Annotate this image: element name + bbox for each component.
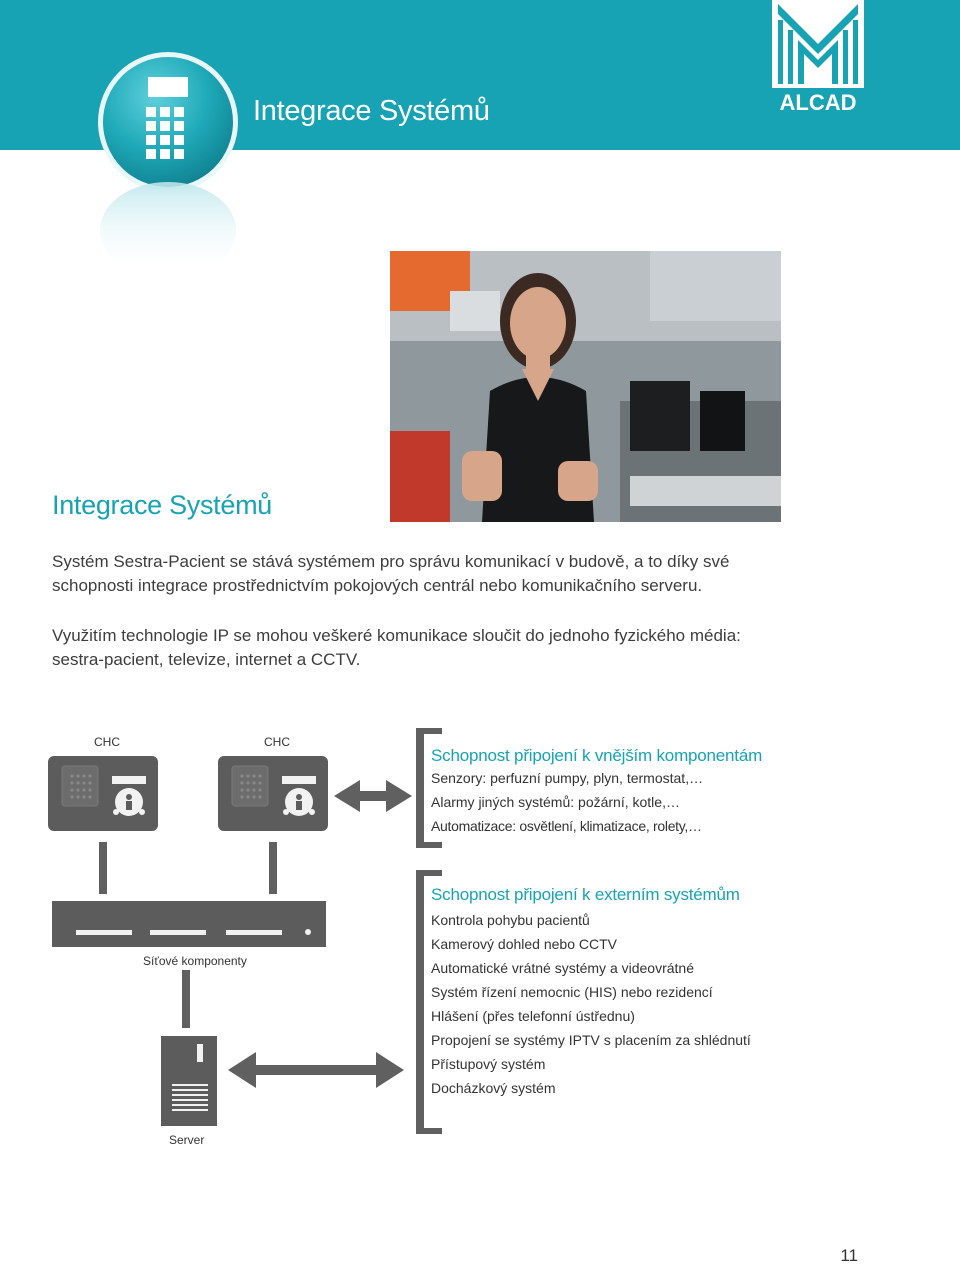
list-item: Kontrola pohybu pacientů	[431, 912, 590, 928]
external-components-title: Schopnost připojení k vnějším komponentá…	[431, 746, 763, 765]
list-item: Propojení se systémy IPTV s placením za …	[431, 1032, 751, 1048]
header-title: Integrace Systémů	[253, 95, 490, 127]
double-arrow-icon	[334, 780, 412, 812]
list-item: Automatické vrátné systémy a videovrátné	[431, 960, 695, 976]
keypad-icon	[96, 52, 242, 278]
chc-label-1: CHC	[94, 735, 120, 749]
connector-line	[99, 842, 107, 894]
server-label: Server	[169, 1133, 205, 1147]
server-tower	[161, 1036, 217, 1126]
double-arrow-icon	[228, 1052, 404, 1088]
intro-paragraph: Systém Sestra-Pacient se stává systémem …	[52, 552, 730, 595]
list-item: Alarmy jiných systémů: požární, kotle,…	[431, 794, 680, 810]
list-item: Docházkový systém	[431, 1080, 556, 1096]
list-item: Hlášení (přes telefonní ústřednu)	[431, 1008, 635, 1024]
ip-paragraph: Využitím technologie IP se mohou veškeré…	[52, 626, 741, 669]
bracket-external-components	[416, 728, 442, 848]
external-systems-title: Schopnost připojení k externím systémům	[431, 885, 740, 904]
bracket-external-systems	[416, 870, 442, 1134]
list-item: Systém řízení nemocnic (HIS) nebo rezide…	[431, 984, 713, 1000]
chc-label-2: CHC	[264, 735, 290, 749]
network-switch	[52, 901, 326, 947]
chc-unit-1	[48, 756, 158, 831]
section-title: Integrace Systémů	[52, 490, 273, 520]
network-label: Síťové komponenty	[143, 954, 247, 968]
list-item: Kamerový dohled nebo CCTV	[431, 936, 617, 952]
office-photo	[390, 251, 781, 522]
list-item: Přístupový systém	[431, 1056, 546, 1072]
brand-name: ALCAD	[780, 90, 857, 115]
connector-line	[269, 842, 277, 894]
page-number: 11	[840, 1246, 858, 1265]
chc-unit-2	[218, 756, 328, 831]
list-item: Automatizace: osvětlení, klimatizace, ro…	[431, 818, 702, 834]
list-item: Senzory: perfuzní pumpy, plyn, termostat…	[431, 770, 704, 786]
connector-line	[182, 970, 190, 1028]
alcad-logo: ALCAD	[770, 0, 866, 118]
